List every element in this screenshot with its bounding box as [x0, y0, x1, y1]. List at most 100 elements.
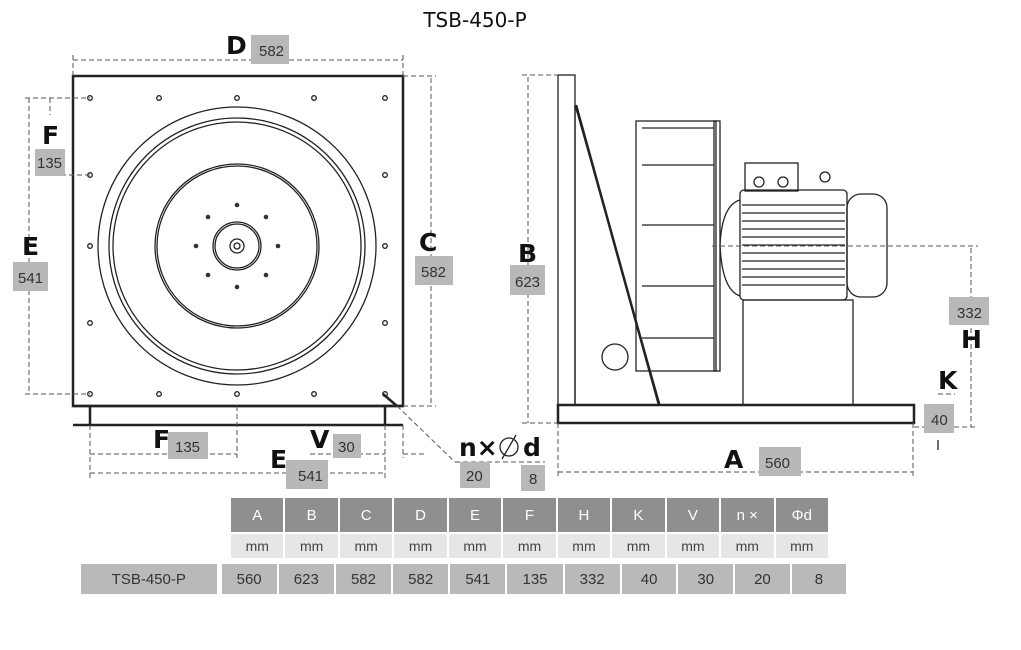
flange-hole — [382, 320, 388, 326]
unit-cell: mm — [394, 534, 447, 558]
dim-H-label: H — [961, 325, 982, 354]
drawing-title: TSB-450-P — [423, 8, 527, 32]
dim-d-label: d — [523, 433, 541, 462]
header-cell: C — [339, 498, 393, 532]
dim-F-left-label: F — [42, 121, 59, 150]
dim-E-left-box — [13, 262, 48, 291]
side-view: B 623 A 560 332 H K 40 — [510, 74, 989, 476]
hub-bolts — [193, 202, 281, 290]
side-hole — [601, 343, 629, 371]
dim-F-left-value: 135 — [37, 155, 62, 172]
flange-hole — [87, 95, 93, 101]
flange-hole — [87, 320, 93, 326]
ring-2 — [108, 117, 366, 375]
header-cell: Φd — [775, 498, 828, 532]
unit-cell: mm — [285, 534, 338, 558]
outer-ring — [97, 106, 377, 386]
cable-gland-1 — [753, 176, 765, 188]
motor-flange — [719, 199, 741, 297]
dim-F-left-box — [35, 149, 65, 176]
unit-cell: mm — [503, 534, 556, 558]
flange-hole — [311, 391, 317, 397]
diameter-slash — [501, 434, 517, 460]
value-cell: 332 — [564, 564, 620, 594]
dim-A-box — [759, 447, 801, 476]
header-cell: H — [557, 498, 611, 532]
flange-hole — [382, 95, 388, 101]
unit-cell: mm — [721, 534, 774, 558]
flange-hole — [87, 391, 93, 397]
header-cell: A — [231, 498, 284, 532]
value-cell: 20 — [735, 564, 790, 594]
dim-H-value: 332 — [957, 305, 982, 322]
value-cell: 582 — [393, 564, 449, 594]
dim-E-left-label: E — [22, 232, 39, 261]
dim-C-box — [415, 256, 453, 285]
bracket-edge — [574, 104, 661, 406]
dim-n-box — [460, 462, 490, 488]
dim-A-label: A — [724, 445, 744, 474]
dim-B-box — [510, 265, 545, 295]
value-cell: 135 — [507, 564, 563, 594]
unit-cell: mm — [448, 534, 502, 558]
header-cell: V — [666, 498, 720, 532]
hub-ring — [212, 221, 262, 271]
hole-pointer-arrow — [382, 393, 398, 407]
hub-bolt — [234, 284, 240, 290]
dim-C-label: C — [419, 228, 437, 257]
front-plate — [71, 74, 405, 408]
side-plate — [557, 74, 576, 406]
dim-C-value: 582 — [421, 264, 446, 281]
header-cell: E — [448, 498, 502, 532]
dim-H-box — [949, 297, 989, 325]
value-cell: 582 — [335, 564, 392, 594]
header-cell: B — [285, 498, 338, 532]
dim-V-label: V — [310, 425, 330, 454]
hub-bolt — [275, 243, 281, 249]
motor-pedestal — [742, 299, 854, 406]
dim-F-bottom-label: F — [153, 425, 170, 454]
base-frame — [556, 403, 916, 425]
dim-K-label: K — [938, 366, 959, 395]
flange-hole — [382, 172, 388, 178]
dim-E-left-value: 541 — [18, 270, 43, 287]
hub-bolt — [263, 272, 269, 278]
shaft-bore — [233, 242, 241, 250]
value-cell: 623 — [278, 564, 334, 594]
lifting-eye — [819, 171, 831, 183]
flange-hole — [234, 391, 240, 397]
value-cell: 560 — [221, 564, 277, 594]
dim-E-bottom-value: 541 — [298, 468, 323, 485]
value-cell: 40 — [621, 564, 677, 594]
hub-bolt — [205, 272, 211, 278]
dim-d-value: 8 — [529, 471, 537, 488]
motor-fan-cover — [846, 193, 888, 298]
unit-cell: mm — [612, 534, 665, 558]
value-cell: 8 — [791, 564, 846, 594]
unit-cell: mm — [231, 534, 284, 558]
motor-fins — [742, 204, 845, 286]
value-cell: 30 — [678, 564, 734, 594]
dim-V-box — [333, 434, 361, 458]
hub-bolt — [205, 214, 211, 220]
dim-D-value: 582 — [259, 43, 284, 60]
header-cell: F — [503, 498, 556, 532]
dim-E-bottom-label: E — [270, 445, 287, 474]
dim-D-box — [251, 35, 289, 64]
header-cell: D — [394, 498, 447, 532]
header-cell: n × — [721, 498, 774, 532]
dim-V-value: 30 — [338, 439, 355, 456]
flange-holes — [87, 95, 388, 397]
flange-hole — [234, 95, 240, 101]
unit-cell: mm — [666, 534, 720, 558]
shaft — [229, 238, 245, 254]
ring-3 — [112, 121, 362, 371]
flange-hole — [156, 391, 162, 397]
dim-F-bottom-value: 135 — [175, 439, 200, 456]
unit-cell: mm — [339, 534, 393, 558]
technical-drawing: D 582 C 582 E 541 F 135 F 135 E — [13, 31, 989, 491]
dim-d-box — [521, 465, 545, 491]
